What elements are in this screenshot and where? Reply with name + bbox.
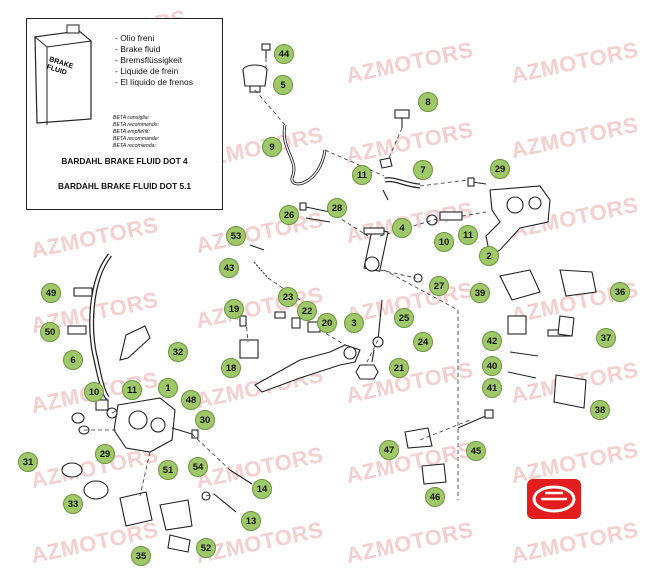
callout-21[interactable]: 21 — [389, 358, 409, 378]
callout-51[interactable]: 51 — [158, 460, 178, 480]
language-line: - El líquido de frenos — [115, 77, 193, 87]
callout-18[interactable]: 18 — [221, 358, 241, 378]
callout-36[interactable]: 36 — [610, 282, 630, 302]
callout-29[interactable]: 29 — [490, 159, 510, 179]
callout-48[interactable]: 48 — [181, 390, 201, 410]
callout-13[interactable]: 13 — [241, 511, 261, 531]
banjo-bolt-part — [95, 399, 118, 419]
callout-30[interactable]: 30 — [195, 410, 215, 430]
rear-caliper-part — [485, 185, 551, 257]
pin-part — [239, 311, 301, 329]
callout-20[interactable]: 20 — [317, 313, 337, 333]
callout-52[interactable]: 52 — [196, 538, 216, 558]
callout-14[interactable]: 14 — [252, 479, 272, 499]
switch-part — [394, 109, 410, 128]
callout-37[interactable]: 37 — [596, 328, 616, 348]
callout-28[interactable]: 28 — [327, 198, 347, 218]
hose-part — [384, 177, 421, 189]
brake-hose-part — [89, 253, 113, 400]
beta-line: BETA recomienda: — [113, 143, 156, 149]
callout-31[interactable]: 31 — [18, 452, 38, 472]
product-line: BARDAHL BRAKE FLUID DOT 5.1 — [57, 181, 192, 191]
product-line: BARDAHL BRAKE FLUID DOT 4 — [61, 156, 188, 166]
language-line: - Liquide de frein — [115, 66, 179, 76]
callout-2[interactable]: 2 — [479, 246, 499, 266]
brake-fluid-can-icon — [33, 24, 93, 125]
language-line: - Brake fluid — [115, 44, 161, 54]
callout-47[interactable]: 47 — [379, 440, 399, 460]
callout-49[interactable]: 49 — [41, 283, 61, 303]
brake-pedal-part — [254, 344, 361, 393]
callout-44[interactable]: 44 — [274, 44, 294, 64]
bolt-part — [299, 202, 331, 223]
rod-part — [371, 299, 384, 363]
front-caliper-part — [113, 397, 176, 453]
callout-32[interactable]: 32 — [168, 342, 188, 362]
callout-22[interactable]: 22 — [297, 301, 317, 321]
fitting-part — [426, 211, 463, 226]
callout-8[interactable]: 8 — [418, 92, 438, 112]
rear-brake-part — [499, 269, 597, 409]
callout-41[interactable]: 41 — [482, 378, 502, 398]
brake-fluid-info-box: BRAKE FLUID - Olio freni - Brake fluid -… — [26, 18, 223, 210]
callout-40[interactable]: 40 — [482, 356, 502, 376]
callout-35[interactable]: 35 — [131, 546, 151, 566]
callout-11[interactable]: 11 — [458, 225, 478, 245]
callout-25[interactable]: 25 — [394, 308, 414, 328]
beta-line: BETA consiglia: — [113, 115, 150, 121]
callout-54[interactable]: 54 — [188, 457, 208, 477]
brand-logo-icon — [527, 479, 581, 519]
callout-7[interactable]: 7 — [413, 160, 433, 180]
callout-43[interactable]: 43 — [219, 258, 239, 278]
bracket-part — [119, 325, 151, 361]
callout-26[interactable]: 26 — [279, 205, 299, 225]
language-line: - Bremsflüssigkeit — [115, 55, 183, 65]
callout-39[interactable]: 39 — [470, 283, 490, 303]
clip-part — [67, 287, 93, 335]
callout-3[interactable]: 3 — [344, 313, 364, 333]
clip-part — [379, 157, 393, 201]
rear-master-cylinder-part — [363, 227, 389, 272]
beta-line: BETA empfiehlt: — [113, 129, 150, 135]
bolt-part — [467, 177, 487, 187]
callout-42[interactable]: 42 — [482, 331, 502, 351]
seal-part — [61, 412, 109, 500]
callout-50[interactable]: 50 — [40, 322, 60, 342]
callout-10[interactable]: 10 — [84, 382, 104, 402]
callout-11[interactable]: 11 — [352, 165, 372, 185]
spring-part — [249, 244, 269, 279]
callout-45[interactable]: 45 — [466, 441, 486, 461]
callout-38[interactable]: 38 — [590, 400, 610, 420]
callout-23[interactable]: 23 — [278, 287, 298, 307]
callout-46[interactable]: 46 — [425, 487, 445, 507]
brake-pad-part — [119, 491, 193, 531]
callout-53[interactable]: 53 — [226, 226, 246, 246]
callout-6[interactable]: 6 — [63, 350, 83, 370]
callout-1[interactable]: 1 — [158, 378, 178, 398]
pad-spring-part — [167, 534, 191, 553]
callout-33[interactable]: 33 — [63, 494, 83, 514]
beta-line: BETA recommends: — [113, 122, 159, 128]
callout-24[interactable]: 24 — [413, 332, 433, 352]
callout-9[interactable]: 9 — [262, 137, 282, 157]
pin-part — [171, 427, 253, 513]
rear-fitting-part — [404, 409, 494, 485]
callout-10[interactable]: 10 — [434, 232, 454, 252]
screw-part — [261, 43, 271, 58]
spring-part — [239, 339, 259, 359]
callout-4[interactable]: 4 — [392, 218, 412, 238]
nut-part — [355, 364, 379, 380]
callout-11[interactable]: 11 — [122, 380, 142, 400]
callout-27[interactable]: 27 — [429, 276, 449, 296]
beta-line: BETA recommande: — [113, 136, 160, 142]
hose-part — [282, 124, 327, 186]
language-line: - Olio freni — [115, 33, 155, 43]
callout-5[interactable]: 5 — [273, 75, 293, 95]
reservoir-part — [242, 64, 268, 93]
callout-29[interactable]: 29 — [95, 444, 115, 464]
nut-part — [413, 273, 423, 283]
callout-19[interactable]: 19 — [224, 299, 244, 319]
